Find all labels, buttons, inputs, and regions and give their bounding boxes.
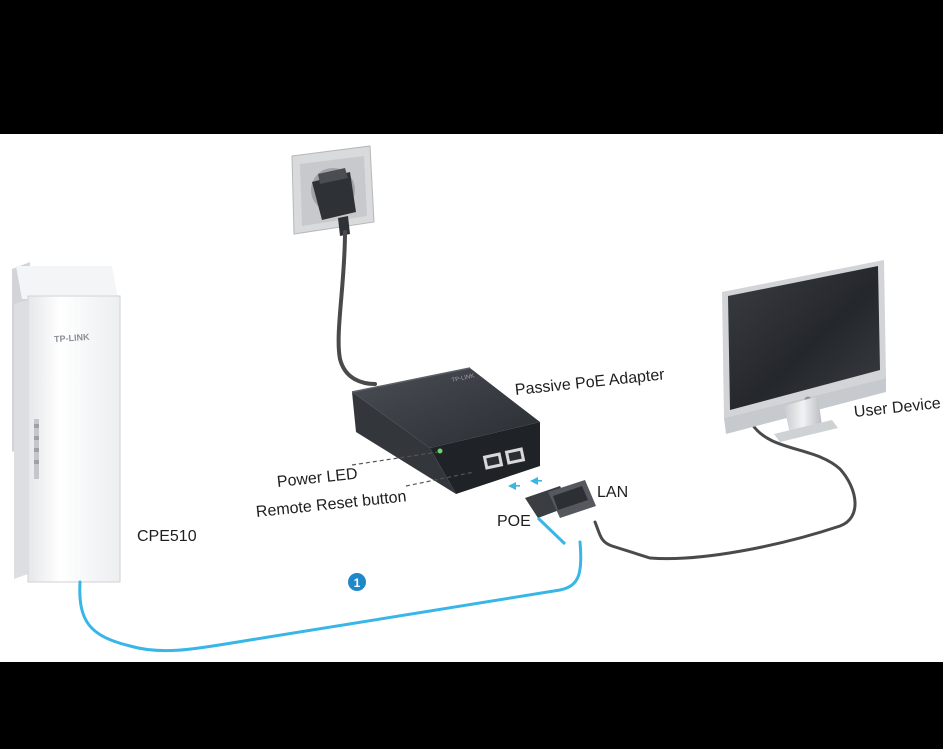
wall-outlet <box>291 145 375 236</box>
step-marker: 1 <box>348 573 366 591</box>
diagram-canvas: TP-LINK 1 TP-LINK <box>0 134 943 662</box>
connection-diagram: TP-LINK 1 TP-LINK <box>12 145 886 653</box>
ethernet-plugs <box>525 480 596 546</box>
connection-arrows <box>508 477 542 490</box>
lan-cable <box>593 422 857 561</box>
reset-button-leader <box>405 471 475 487</box>
user-device-monitor <box>722 260 886 442</box>
cpe-brand-logo: TP-LINK <box>54 332 91 344</box>
poe-port-label: POE <box>497 513 531 530</box>
power-cord <box>336 230 377 386</box>
svg-text:TP-LINK: TP-LINK <box>451 373 475 384</box>
cpe510-device: TP-LINK <box>12 262 121 583</box>
step-number: 1 <box>354 576 361 590</box>
top-black-band <box>0 0 943 134</box>
cpe510-label: CPE510 <box>137 528 197 545</box>
poe-cable <box>78 540 583 653</box>
power-led-leader <box>351 451 439 466</box>
bottom-black-band <box>0 662 943 749</box>
poe-adapter: TP-LINK <box>351 367 540 494</box>
lan-port-label: LAN <box>597 484 629 501</box>
